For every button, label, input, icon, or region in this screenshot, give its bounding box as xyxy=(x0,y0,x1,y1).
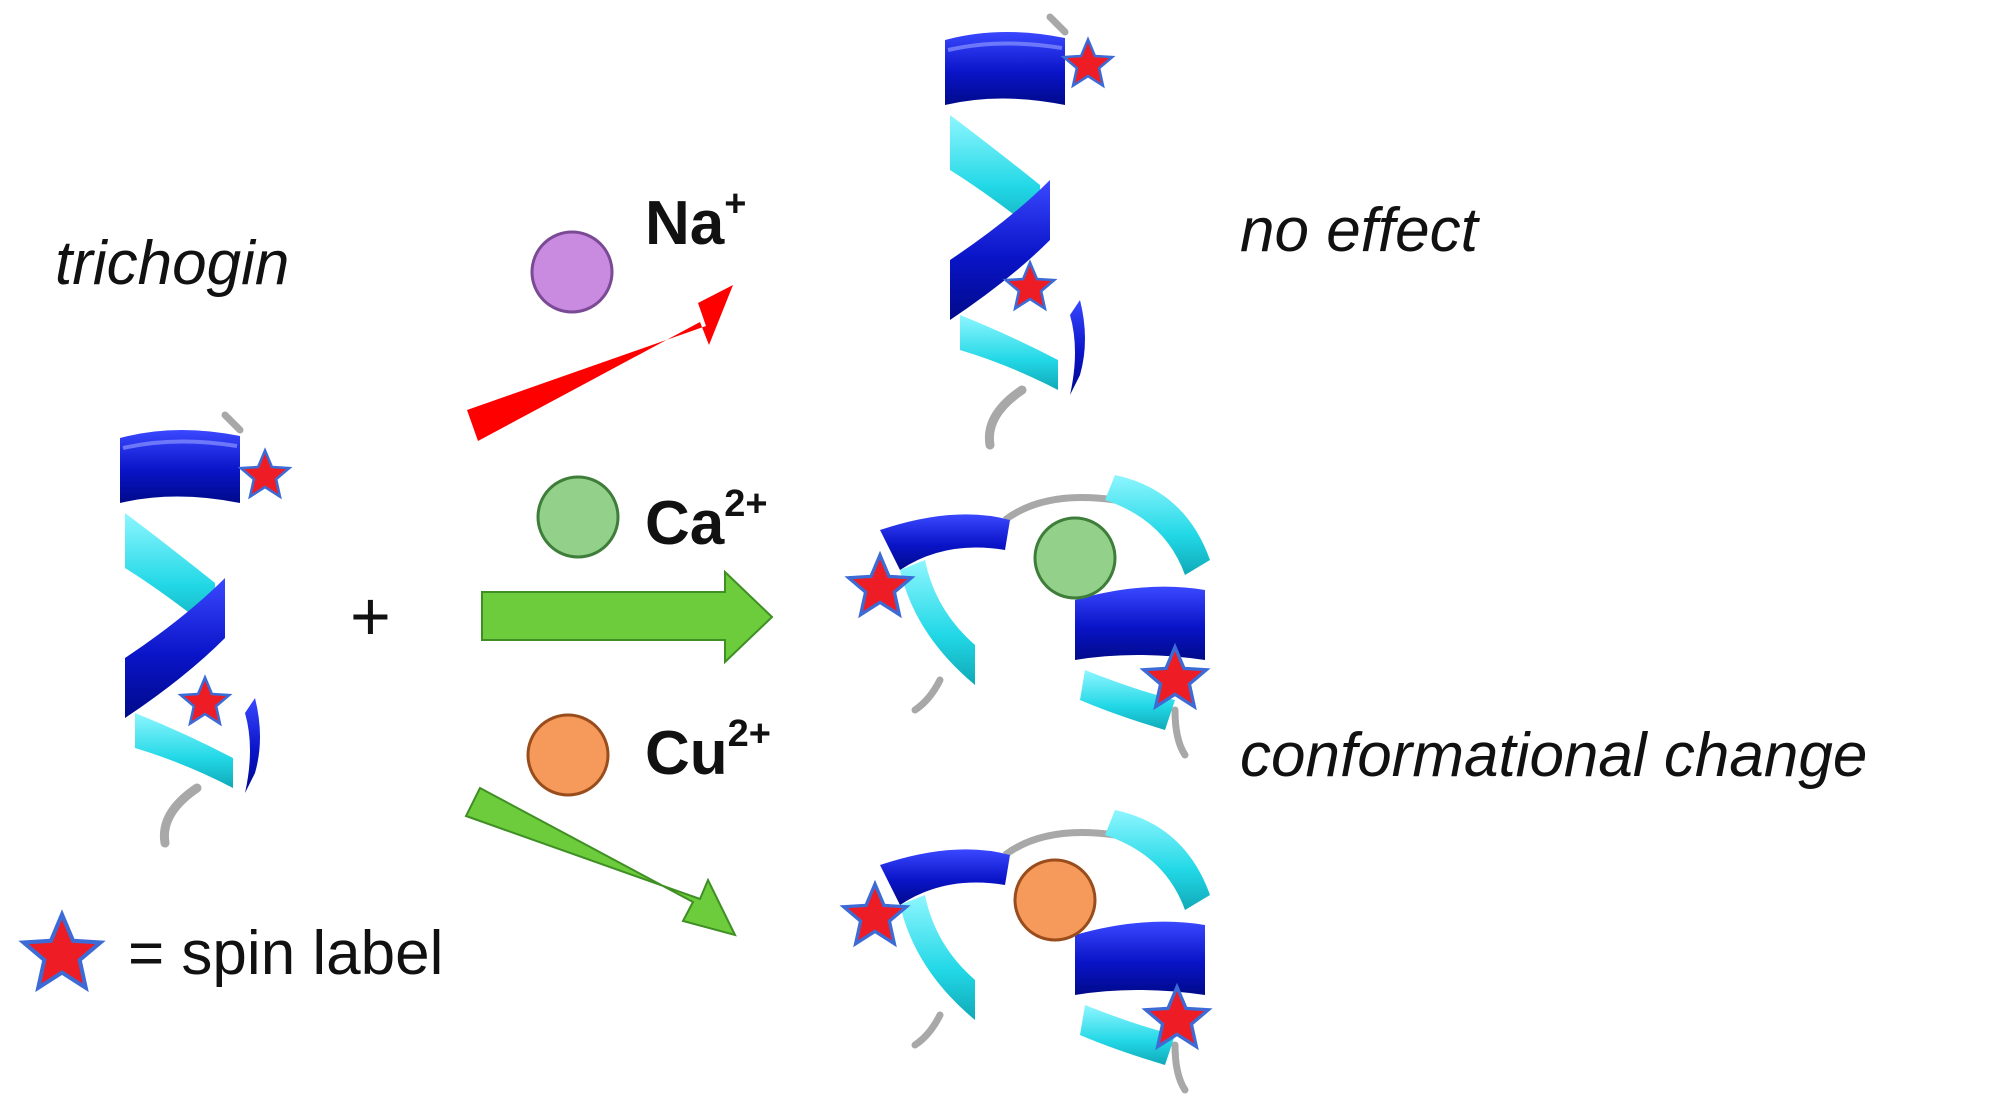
cu-ion-bound xyxy=(1013,858,1097,942)
ion-label-cu: Cu2+ xyxy=(645,713,771,788)
label-plus: + xyxy=(350,577,391,655)
label-conformational-change: conformational change xyxy=(1240,721,1868,790)
ca-ion xyxy=(536,475,620,559)
cu-ion xyxy=(526,713,610,797)
ion-label-ca: Ca2+ xyxy=(645,483,768,558)
label-trichogin: trichogin xyxy=(55,229,290,298)
folded-peptide-ca xyxy=(847,475,1210,755)
helix-no-effect xyxy=(945,17,1114,445)
arrow-ca xyxy=(481,569,774,665)
legend-spin-label: = spin label xyxy=(128,919,444,988)
arrow-cu xyxy=(464,786,737,937)
na-ion xyxy=(530,230,614,314)
ion-label-na: Na+ xyxy=(645,183,747,258)
trichogin-helix xyxy=(120,415,291,843)
label-no-effect: no effect xyxy=(1240,196,1478,265)
ca-ion-bound xyxy=(1033,516,1117,600)
folded-peptide-cu xyxy=(842,810,1210,1090)
spin-label-star-icon xyxy=(24,915,101,988)
arrow-na xyxy=(467,285,733,441)
